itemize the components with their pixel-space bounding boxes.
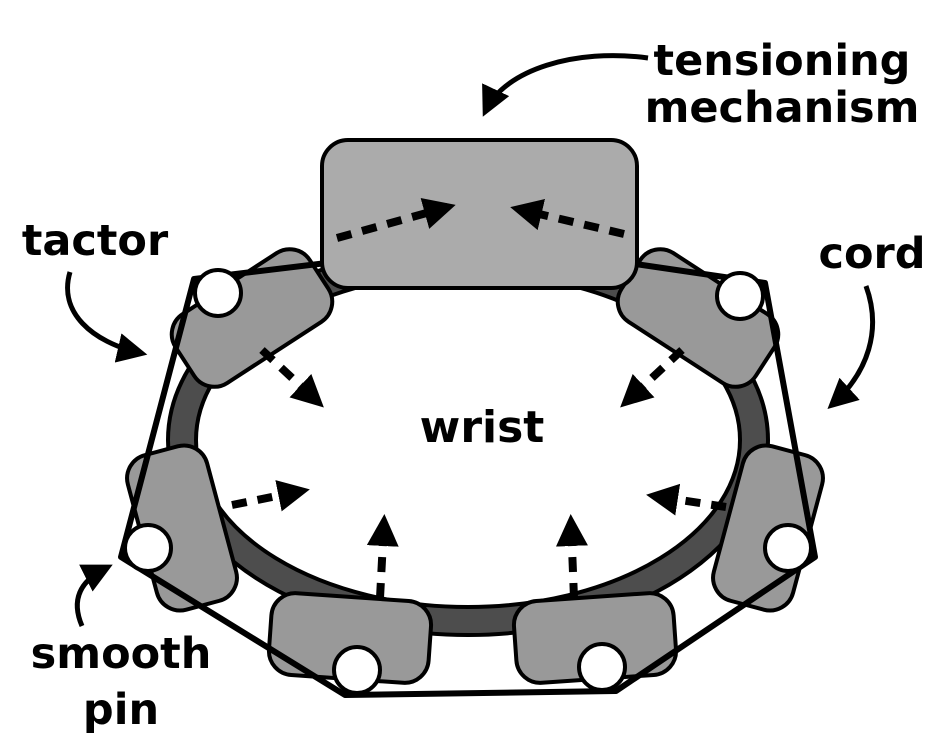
smooth-pin-pointer-arrow: [74, 564, 113, 627]
smooth-pin-top-right: [715, 271, 765, 321]
smooth-pin-top-left: [193, 268, 243, 318]
tension-arrow-right: [510, 198, 625, 238]
smooth-pin-left: [123, 523, 173, 573]
label-tensioning-mechanism-line1: tensioning: [654, 36, 911, 86]
pressure-arrow-left: [231, 480, 310, 512]
label-tensioning-mechanism-line2: mechanism: [645, 83, 920, 133]
pressure-arrow-top-left: [259, 347, 324, 408]
tactor-pointer-arrow: [65, 271, 148, 363]
smooth-pin-bottom-left: [332, 645, 382, 695]
label-smooth-pin-line2: pin: [83, 685, 159, 735]
tension-arrow-left: [335, 198, 456, 242]
label-cord: cord: [818, 229, 925, 279]
cord-pointer-arrow: [827, 285, 876, 410]
pressure-arrow-top-right: [620, 347, 685, 408]
cord-line: [118, 259, 818, 698]
pressure-arrow-bottom-left: [366, 514, 399, 599]
pressure-arrow-bottom-right: [555, 514, 588, 599]
smooth-pin-bottom-right: [577, 642, 627, 692]
pressure-arrow-right: [646, 483, 727, 516]
label-smooth-pin-line1: smooth: [31, 629, 212, 679]
tensioning-pointer-arrow: [482, 53, 649, 117]
label-wrist: wrist: [420, 402, 545, 453]
tensioning-mechanism-box: [320, 138, 639, 290]
smooth-pin-right: [763, 523, 813, 573]
label-tactor: tactor: [22, 216, 169, 266]
